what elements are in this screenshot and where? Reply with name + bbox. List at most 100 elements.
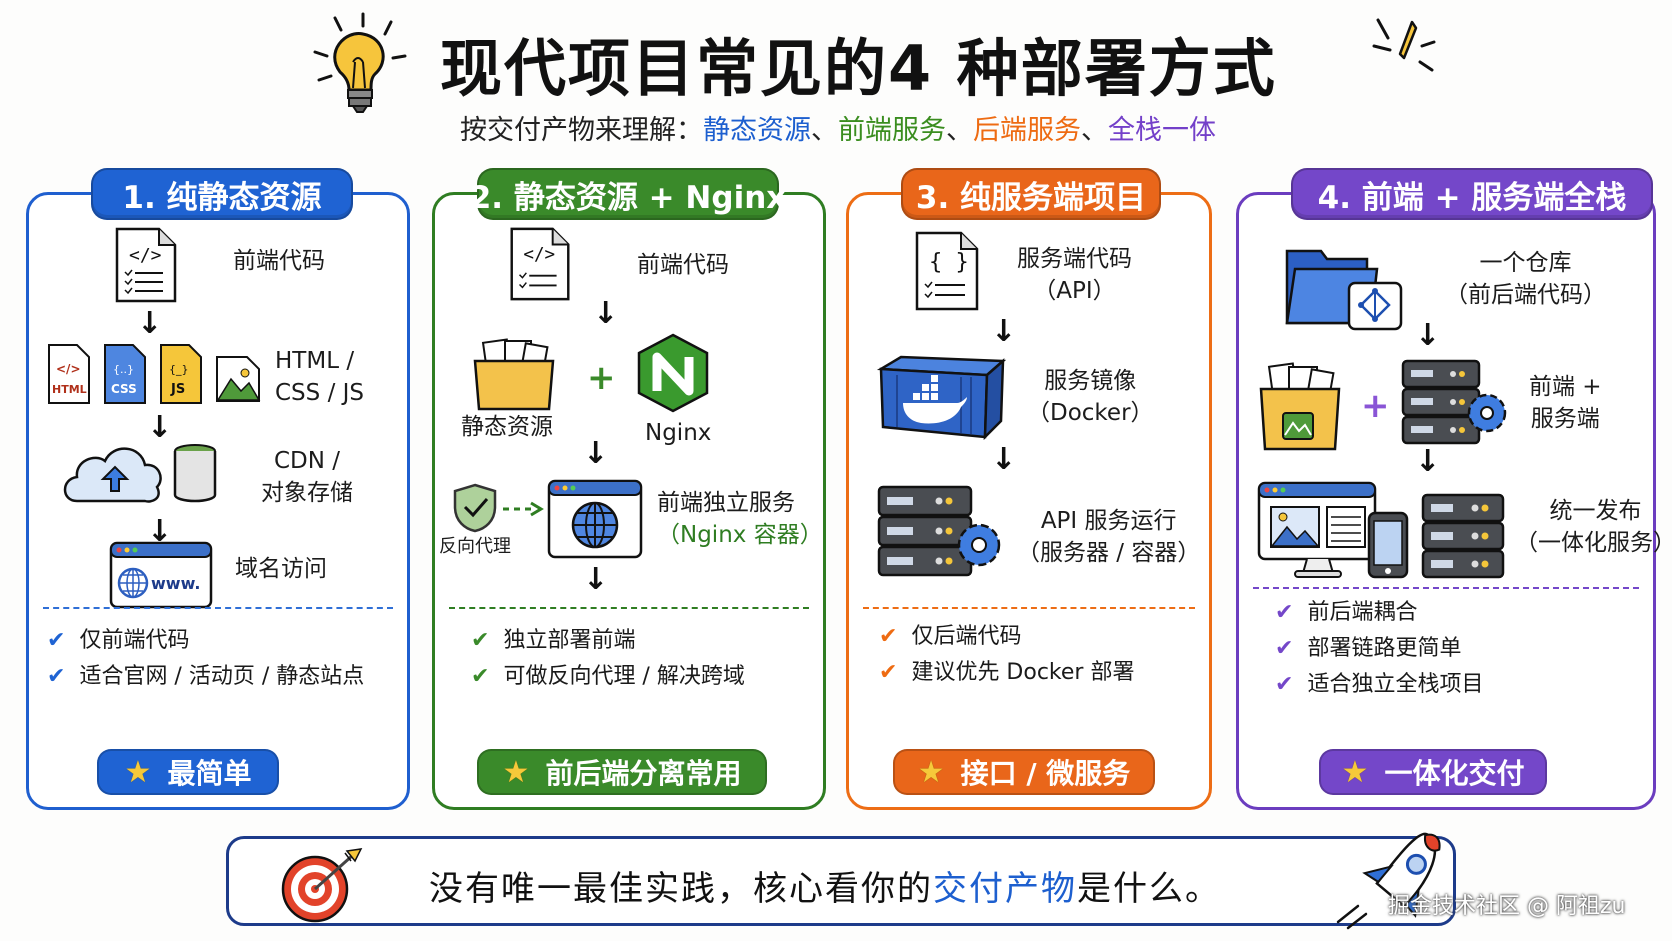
summary-text: 没有唯一最佳实践，核心看你的交付产物是什么。 [429, 861, 1221, 910]
subtitle-prefix: 按交付产物来理解： [460, 115, 703, 146]
panel-title: 1. 纯静态资源 [91, 168, 353, 220]
subtitle: 按交付产物来理解：静态资源、前端服务、后端服务、全栈一体 [460, 108, 1216, 147]
feature-item: ✔独立部署前端 [471, 623, 745, 659]
label-line: （API） [1033, 278, 1116, 304]
feature-text: 仅前端代码 [79, 628, 190, 653]
feature-item: ✔仅后端代码 [879, 619, 1134, 655]
step-label: 静态资源 [461, 414, 553, 440]
feature-item: ✔适合官网 / 活动页 / 静态站点 [47, 659, 364, 695]
feature-list: ✔仅前端代码 ✔适合官网 / 活动页 / 静态站点 [47, 623, 364, 695]
badge-microservice: ★ 接口 / 微服务 [893, 749, 1155, 795]
arrow-down-icon: ↓ [991, 314, 1017, 349]
subtitle-frontend: 前端服务 [838, 115, 946, 146]
html-css-js-files-icon: </> HTML {..}CSS {_} JS [47, 343, 261, 407]
star-icon: ★ [502, 754, 530, 790]
sparkle-icon [1372, 18, 1436, 72]
badge-text: 接口 / 微服务 [960, 757, 1131, 790]
plus-icon: + [587, 358, 616, 398]
lightbulb-icon [313, 12, 407, 113]
feature-item: ✔部署链路更简单 [1275, 631, 1483, 667]
server-gear-icon [877, 485, 1001, 577]
title-main: 现代项目常见的 [440, 32, 889, 105]
step-label: 前端代码 [233, 248, 325, 274]
step-label: CDN / 对象存储 [261, 445, 353, 509]
panel-backend: 3. 纯服务端项目 { } 服务端代码（API） ↓ 服务镜像（Docker） … [846, 168, 1212, 810]
feature-item: ✔建议优先 Docker 部署 [879, 655, 1134, 691]
separator: 、 [811, 115, 838, 146]
step-label: 服务端代码（API） [1017, 243, 1132, 307]
arrow-down-icon: ↓ [1415, 318, 1441, 353]
arrow-down-icon: ↓ [147, 514, 173, 549]
css-file-icon: {..}CSS [104, 344, 146, 404]
panel-static-nginx: 2. 静态资源 + Nginx </> 前端代码 ↓ 静态资源 + Nginx … [432, 168, 826, 810]
feature-list: ✔独立部署前端 ✔可做反向代理 / 解决跨域 [471, 623, 745, 695]
step-label: Nginx [645, 420, 712, 446]
label-line: 统一发布 [1549, 498, 1642, 524]
label-line: 服务端 [1530, 406, 1600, 432]
check-icon: ✔ [471, 628, 490, 653]
panel-static: 1. 纯静态资源 </> 前端代码 ↓ </> HTML {..}CSS {_} J… [26, 168, 410, 810]
svg-text:</>: </> [523, 245, 555, 265]
image-file-icon [216, 356, 261, 402]
label-line: API 服务运行 [1040, 508, 1177, 534]
title-highlight-text: 4 种部署方式 [888, 32, 1277, 105]
label-line: 对象存储 [261, 480, 353, 506]
arrow-down-icon: ↓ [991, 442, 1017, 477]
svg-text:HTML: HTML [52, 383, 87, 396]
arrow-down-icon: ↓ [593, 296, 619, 331]
badge-text: 一体化交付 [1384, 757, 1525, 790]
svg-text:www.: www. [151, 574, 200, 593]
svg-text:JS: JS [170, 382, 185, 397]
panel-fullstack: 4. 前端 + 服务端全栈 一个仓库（前后端代码） ↓ + 前端 +服务端 ↓ [1236, 168, 1672, 810]
subtitle-static: 静态资源 [703, 115, 811, 146]
nginx-icon [637, 333, 709, 413]
step-label: 前端独立服务（Nginx 容器） [657, 487, 823, 551]
feature-item: ✔可做反向代理 / 解决跨域 [471, 659, 745, 695]
arrow-down-icon: ↓ [583, 436, 609, 471]
desktop-mobile-server-icon [1257, 481, 1505, 579]
panel-title: 4. 前端 + 服务端全栈 [1291, 168, 1653, 220]
feature-list: ✔前后端耦合 ✔部署链路更简单 ✔适合独立全栈项目 [1275, 595, 1483, 703]
star-icon: ★ [124, 754, 152, 790]
svg-text:{_}: {_} [169, 363, 189, 376]
badge-text: 前后端分离常用 [545, 757, 742, 790]
browser-www-icon: www. [109, 541, 213, 609]
star-icon: ★ [1341, 754, 1369, 790]
summary-accent: 交付产物 [933, 869, 1077, 909]
step-label: 一个仓库（前后端代码） [1445, 247, 1606, 311]
label-line: CSS / JS [275, 380, 365, 406]
rocket-icon [1336, 832, 1441, 930]
label-line: （服务器 / 容器） [1017, 540, 1201, 566]
json-file-icon: { } [915, 231, 979, 311]
divider [1253, 587, 1639, 589]
header: 现代项目常见的4 种部署方式 按交付产物来理解：静态资源、前端服务、后端服务、全… [0, 0, 1672, 146]
svg-text:</>: </> [56, 362, 81, 376]
check-icon: ✔ [471, 664, 490, 689]
dashed-arrow-icon [503, 501, 544, 517]
feature-list: ✔仅后端代码 ✔建议优先 Docker 部署 [879, 619, 1134, 691]
svg-text:{..}: {..} [113, 363, 134, 376]
feature-text: 仅后端代码 [911, 624, 1022, 649]
label-line: CDN / [273, 448, 341, 474]
check-icon: ✔ [1275, 672, 1294, 697]
target-icon [281, 848, 363, 923]
arrow-down-icon: ↓ [137, 306, 163, 341]
feature-item: ✔ 适合独立全栈项目 [1275, 667, 1483, 703]
check-icon: ✔ [1275, 636, 1294, 661]
step-label: 域名访问 [235, 556, 327, 582]
label-text: 反向代理 [439, 536, 511, 557]
label-line: （一体化服务） [1515, 530, 1672, 556]
divider [449, 607, 809, 609]
label-line: 前端 + [1529, 374, 1602, 400]
svg-text:</>: </> [129, 245, 162, 266]
arrow-down-icon: ↓ [147, 410, 173, 445]
arrow-down-icon: ↓ [583, 562, 609, 597]
badge-separation: ★ 前后端分离常用 [477, 749, 767, 795]
subtitle-fullstack: 全栈一体 [1108, 115, 1216, 146]
label-line: （前后端代码） [1445, 282, 1606, 308]
feature-text: 适合独立全栈项目 [1307, 672, 1484, 697]
check-icon: ✔ [879, 660, 898, 685]
git-repo-folder-icon [1285, 249, 1403, 331]
step-label: 前端代码 [637, 252, 729, 278]
star-icon: ★ [917, 754, 945, 790]
